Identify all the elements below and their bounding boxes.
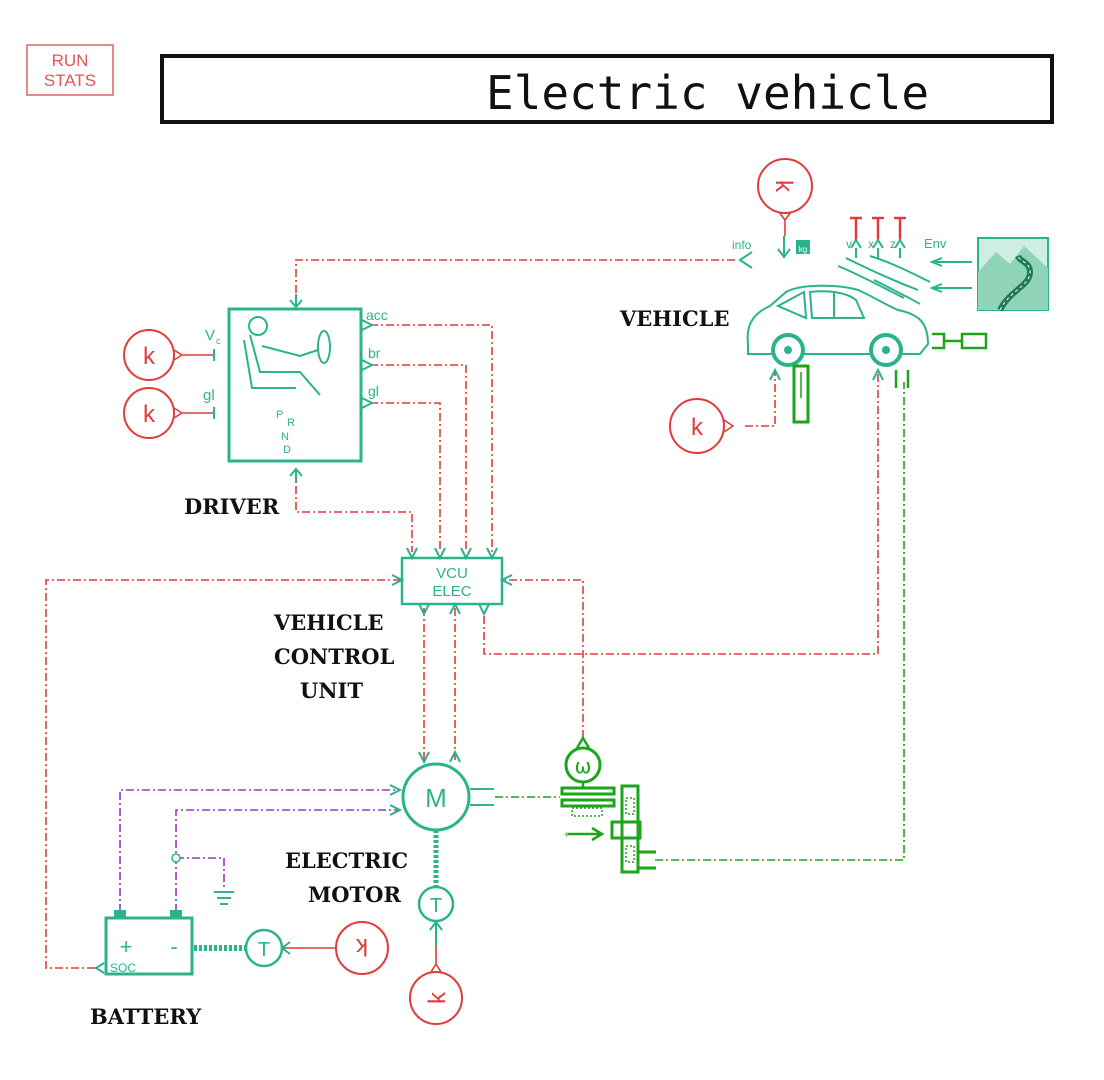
constant-vehicle-top[interactable]: k [757, 158, 813, 236]
battery-label: BATTERY [90, 1004, 202, 1029]
gear-d: D [283, 444, 291, 456]
driver-figure-icon [243, 316, 331, 396]
vcu-label-line2: CONTROL [274, 644, 395, 669]
constant-battery-temp-label: k [355, 933, 368, 960]
battery-plus: + [120, 934, 133, 959]
mechanical-wires [495, 382, 905, 861]
vehicle-label: VEHICLE [619, 306, 729, 331]
ground-icon [171, 853, 234, 905]
constant-vehicle-wheel-label: k [691, 414, 704, 441]
vcu-line1: VCU [436, 565, 468, 582]
gear-n: N [281, 431, 289, 443]
torque-sensor[interactable]: T [417, 885, 455, 946]
constant-vc-label: k [143, 343, 156, 370]
battery-soc: SOC [110, 961, 136, 975]
vehicle-port-kg: kg [799, 245, 807, 254]
speed-sensor-label: ω [575, 754, 592, 778]
motor-label-line2: MOTOR [308, 882, 401, 907]
electrical-wires [119, 789, 400, 912]
constant-vc[interactable]: k [123, 329, 215, 381]
constant-vehicle-wheel[interactable]: k [669, 398, 735, 454]
gear-p: P [276, 409, 283, 421]
vcu-line2: ELEC [432, 583, 471, 600]
constant-vehicle-top-label: k [770, 180, 797, 193]
page-title: Electric vehicle [486, 66, 930, 120]
port-vc-sub: c [216, 336, 221, 346]
motor-label-line1: ELECTRIC [285, 848, 408, 873]
vcu-label-line1: VEHICLE [273, 610, 383, 635]
port-gl-in: gl [203, 387, 215, 404]
speed-sensor[interactable]: ω [564, 735, 602, 788]
port-acc: acc [366, 307, 388, 323]
svg-text:+: + [564, 830, 570, 841]
title-box: Electric vehicle [160, 54, 1054, 124]
vehicle-port-env: Env [924, 236, 947, 251]
vehicle-port-x: x [868, 237, 874, 251]
vcu-block[interactable]: VCU ELEC [391, 547, 513, 617]
run-stats-line2: STATS [43, 71, 97, 90]
electric-motor[interactable]: M [389, 749, 494, 886]
signal-wires [45, 259, 879, 969]
torque-sensor-label: T [430, 895, 442, 917]
transmission[interactable]: + [560, 784, 656, 874]
position-ports: v x z [846, 216, 906, 258]
driver-block[interactable]: P R N D V c gl acc br gl [203, 294, 388, 482]
constant-motor-temp-label: k [424, 991, 451, 1004]
motor-symbol: M [425, 783, 447, 813]
vehicle-port-v: v [846, 237, 852, 251]
vehicle[interactable]: info kg v x z Env [732, 216, 988, 424]
mass-icon: kg [796, 240, 810, 254]
vehicle-port-info: info [732, 238, 752, 252]
vcu-label-line3: UNIT [300, 678, 363, 703]
port-br: br [368, 345, 381, 361]
constant-gl-label: k [143, 401, 156, 428]
road-environment-icon[interactable] [977, 237, 1049, 312]
vehicle-port-z: z [890, 237, 896, 251]
constant-battery-temp[interactable]: k [335, 921, 389, 975]
battery[interactable]: + - SOC [94, 910, 246, 976]
run-stats-line1: RUN [51, 51, 89, 70]
driver-label: DRIVER [184, 494, 280, 519]
battery-temp-sensor[interactable]: T [244, 928, 291, 968]
port-gl-out: gl [368, 383, 379, 399]
battery-minus: - [170, 934, 177, 959]
run-stats-button[interactable]: RUN STATS [26, 44, 114, 96]
constant-gl[interactable]: k [123, 387, 215, 439]
gear-r: R [287, 417, 295, 429]
battery-temp-label: T [258, 939, 270, 961]
port-vc: V [205, 327, 215, 344]
constant-motor-temp[interactable]: k [409, 946, 463, 1025]
